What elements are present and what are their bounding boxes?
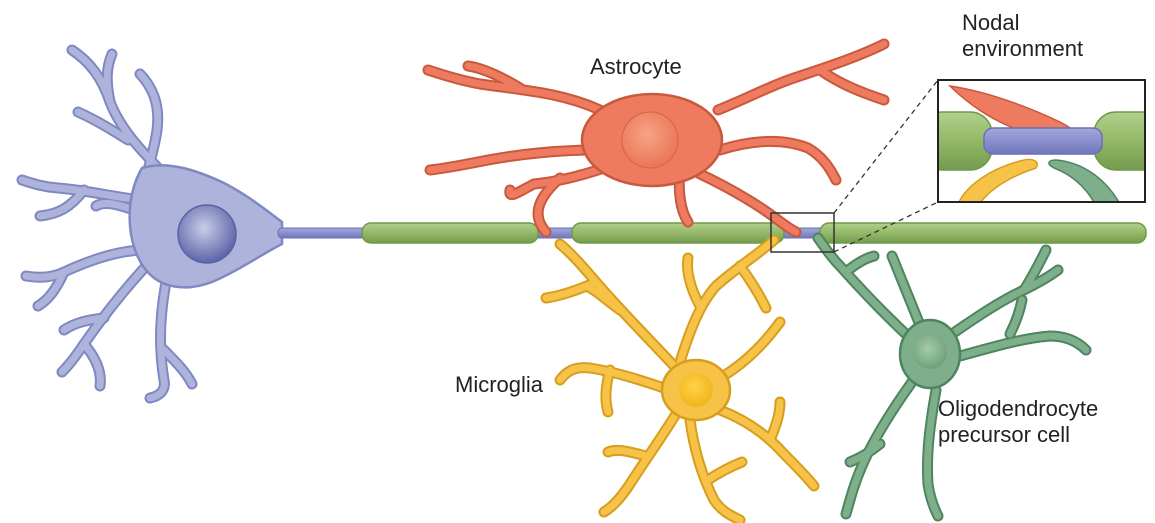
opc-label-line2: precursor cell xyxy=(938,422,1098,448)
oligodendrocyte-precursor-cell xyxy=(818,238,1086,516)
opc-label: Oligodendrocyte precursor cell xyxy=(938,396,1098,448)
myelin-sheath-3 xyxy=(820,223,1146,243)
inset-myelin-left xyxy=(920,112,992,170)
inset-node-axon xyxy=(984,128,1102,154)
myelin-sheath-1 xyxy=(362,223,538,243)
neuron-nucleus xyxy=(178,205,236,263)
astrocyte-label: Astrocyte xyxy=(590,54,682,80)
nodal-label-line2: environment xyxy=(962,36,1083,62)
axon xyxy=(278,223,1146,243)
myelin-sheath-2 xyxy=(572,223,784,243)
nodal-environment-label: Nodal environment xyxy=(962,10,1083,62)
microglia xyxy=(546,240,814,520)
opc-label-line1: Oligodendrocyte xyxy=(938,396,1098,422)
axon-initial-segment xyxy=(278,228,368,238)
opc-nucleus xyxy=(913,335,947,369)
nodal-label-line1: Nodal xyxy=(962,10,1083,36)
microglia-nucleus xyxy=(679,373,713,407)
astrocyte-nucleus xyxy=(622,112,678,168)
neuron xyxy=(22,50,282,398)
microglia-label: Microglia xyxy=(455,372,543,398)
nodal-environment-inset xyxy=(920,80,1155,206)
